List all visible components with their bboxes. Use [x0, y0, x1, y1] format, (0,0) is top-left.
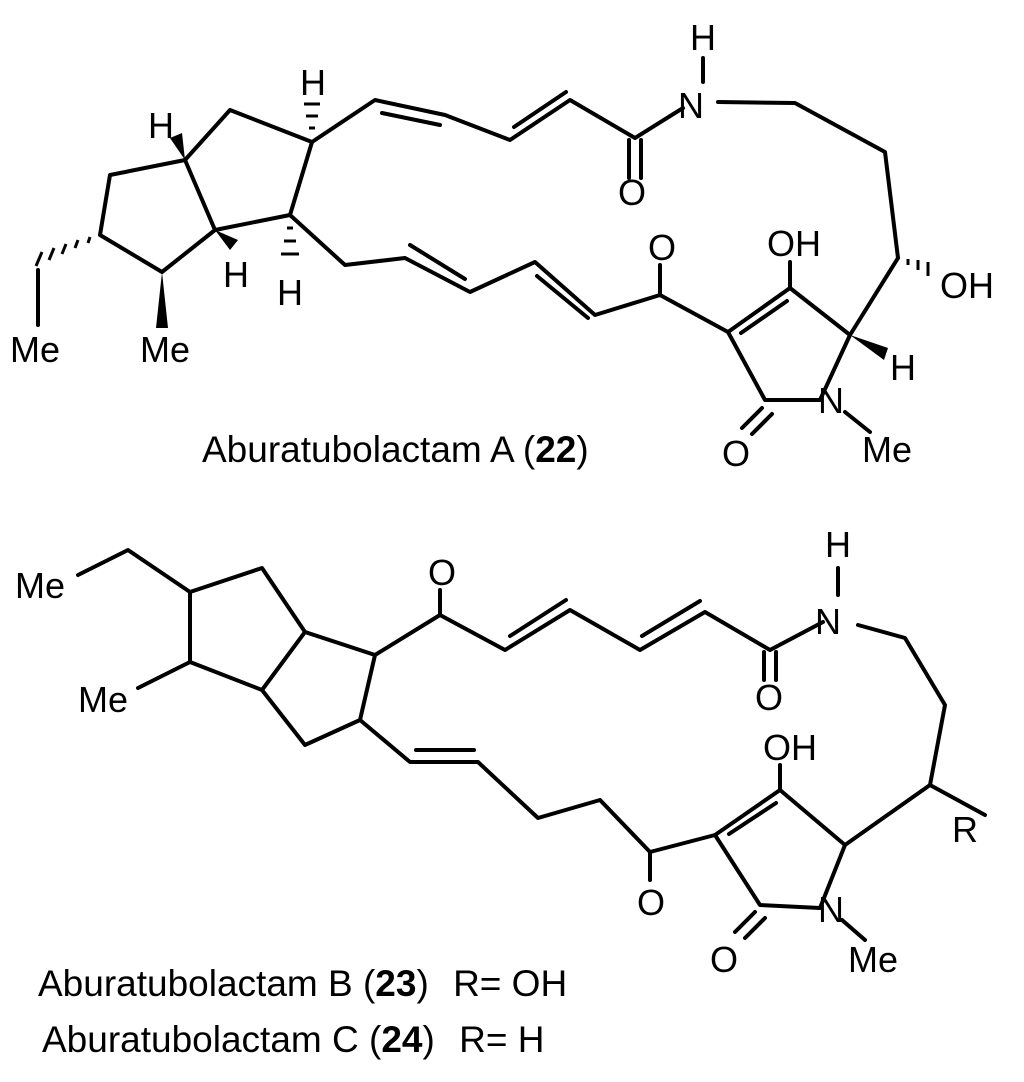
- caption-name-24: Aburatubolactam C: [42, 1019, 359, 1060]
- caption-number-24: 24: [381, 1019, 423, 1060]
- label-h-nh-1: H: [690, 17, 716, 58]
- bond-upper-double-2: [512, 90, 568, 129]
- wedge-me: [156, 272, 168, 328]
- label-me-lactam-1: Me: [862, 429, 912, 470]
- hash-3: [60, 243, 68, 255]
- caption-open-22: (: [523, 429, 536, 470]
- caption-number-22: 22: [535, 429, 576, 470]
- label-h-3: H: [223, 254, 249, 295]
- caption-compound-24: Aburatubolactam C (24) R= H: [42, 1019, 544, 1060]
- label-me-2: Me: [140, 329, 190, 370]
- label-me-ethyl-2: Me: [15, 565, 65, 606]
- stereo-hashes-22: [34, 102, 930, 276]
- bond-ring-double-2: [727, 801, 778, 836]
- stereo-wedges-22: [156, 133, 888, 360]
- caption-close-23: ): [416, 963, 428, 1004]
- bond-lactam-co-2: [750, 412, 774, 436]
- caption-close-22: ): [576, 429, 588, 470]
- bond-n-chain-2: [856, 623, 987, 817]
- bond-ring-sidechain-2: [843, 783, 932, 847]
- bond-ring-left-2: [188, 566, 307, 692]
- bond-lactam-ring: [726, 286, 852, 402]
- label-h-4: H: [277, 272, 303, 313]
- caption-number-23: 23: [375, 963, 416, 1004]
- wedge-h-ring-top: [170, 133, 185, 160]
- bond-n-me: [843, 410, 872, 434]
- label-h-1: H: [148, 105, 174, 146]
- caption-name-23: Aburatubolactam B: [38, 963, 353, 1004]
- label-o-lactam-2: O: [710, 939, 738, 980]
- wedge-h-ring-bottom: [215, 230, 238, 250]
- hash-4: [47, 247, 56, 261]
- caption-name-22: Aburatubolactam A: [202, 429, 515, 470]
- bond-ring-mid-2: [260, 630, 377, 747]
- structure-aburatubolactam-a: [36, 56, 900, 436]
- label-oh-enol-2: OH: [763, 727, 817, 768]
- caption-substituent-23: R= OH: [453, 963, 567, 1004]
- bond-ethyl-2: [76, 548, 192, 594]
- hash-1: [86, 236, 92, 244]
- bond-upper-double-2b: [640, 599, 702, 638]
- label-n-lactam-2: N: [818, 889, 844, 930]
- hash-5: [34, 251, 44, 267]
- bond-lactam-co: [740, 406, 764, 430]
- label-oh-side-1: OH: [940, 265, 994, 306]
- label-me-1: Me: [10, 329, 60, 370]
- caption-substituent-24: R= H: [459, 1019, 544, 1060]
- bond-n-chain: [716, 100, 900, 260]
- bond-lower-double-1: [408, 243, 467, 281]
- caption-open-24: (: [369, 1019, 382, 1060]
- hash-2: [73, 239, 80, 249]
- bond-n-me-2: [840, 918, 867, 942]
- label-n-2: N: [815, 601, 841, 642]
- label-h-2: H: [300, 62, 326, 103]
- bond-upper-double-1: [380, 111, 442, 127]
- wedge-h-lactam: [850, 335, 888, 360]
- bond-ring-left: [98, 158, 217, 274]
- caption-open-23: (: [363, 963, 376, 1004]
- label-o-ketone-2: O: [428, 552, 456, 593]
- bond-ring-double: [739, 299, 789, 335]
- label-o-ketone-2b: O: [637, 882, 665, 923]
- label-o-amide-1: O: [618, 172, 646, 213]
- label-o-amide-2: O: [755, 677, 783, 718]
- bond-lactam-ring-2: [713, 788, 847, 910]
- caption-compound-22: Aburatubolactam A (22): [202, 429, 589, 470]
- bond-methyl-2: [136, 660, 192, 690]
- bond-lactam-co-2: [733, 910, 757, 934]
- bond-lower-double-2: [535, 274, 590, 320]
- label-oh-enol-1: OH: [767, 223, 821, 264]
- caption-compound-23: Aburatubolactam B (23) R= OH: [38, 963, 567, 1004]
- label-me-lactam-2: Me: [848, 939, 898, 980]
- bond-ring-sidechain: [848, 256, 900, 337]
- label-h-lactam-1: H: [890, 347, 916, 388]
- label-me-methyl-2: Me: [78, 679, 128, 720]
- bond-lactam-co-2b: [743, 916, 767, 940]
- label-r: R: [952, 809, 978, 850]
- label-o-ketone-1: O: [648, 227, 676, 268]
- bond-lower-chain: [288, 213, 730, 334]
- bond-upper-chain: [310, 98, 685, 144]
- caption-close-24: ): [423, 1019, 435, 1060]
- label-h-nh-2: H: [825, 524, 851, 565]
- bond-upper-double-2a: [508, 598, 568, 638]
- bond-lower-chain-2: [358, 718, 717, 854]
- label-o-lactam-1: O: [722, 433, 750, 474]
- label-n-1: N: [678, 85, 704, 126]
- bond-ring-right: [183, 108, 314, 232]
- structure-aburatubolactam-b-c: [76, 548, 987, 942]
- label-n-lactam-1: N: [818, 380, 844, 421]
- bond-upper-chain-2: [373, 608, 825, 657]
